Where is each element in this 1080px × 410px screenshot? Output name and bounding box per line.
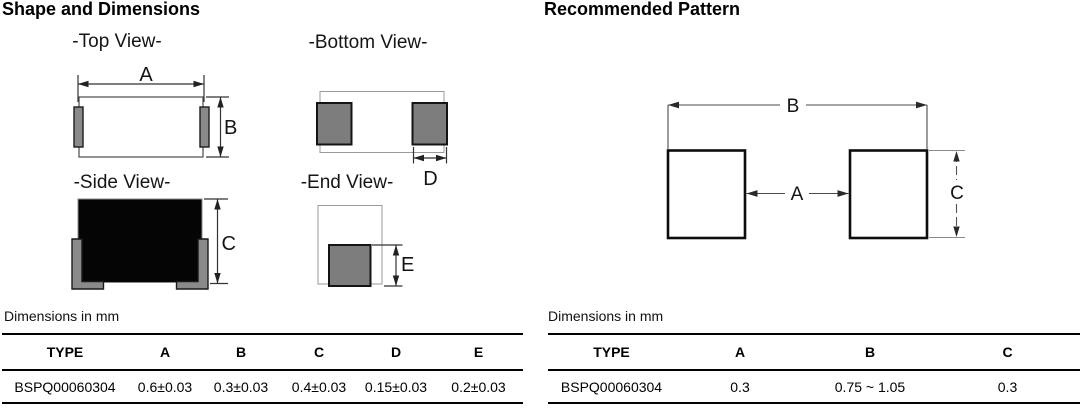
arrow-up-icon: [392, 245, 400, 256]
arrow-up-icon: [217, 97, 224, 108]
col-header-b: B: [235, 344, 247, 360]
end-view-title: -End View-: [300, 172, 394, 193]
arrow-left-icon: [668, 101, 679, 109]
diagrams-canvas: A B D: [71, 64, 965, 290]
dim-label-a: A: [139, 64, 153, 86]
arrow-down-icon: [392, 275, 400, 286]
left-table-caption: Dimensions in mm: [4, 308, 120, 324]
top-view-terminal-right: [199, 106, 210, 148]
pattern-dim-label-b: B: [787, 96, 800, 117]
col-header-b: B: [864, 344, 876, 360]
cell-b: 0.3±0.03: [213, 378, 269, 395]
table-row: BSPQ00060304 0.3 0.75 ~ 1.05 0.3: [548, 370, 1080, 403]
bottom-view-pad-left: [316, 102, 353, 146]
arrow-up-icon: [953, 151, 960, 162]
arrow-right-icon: [436, 154, 447, 162]
shape-and-dimensions-heading: Shape and Dimensions: [2, 0, 201, 19]
cell-type: BSPQ00060304: [14, 378, 116, 395]
pattern-dimension-b-lines: [667, 104, 928, 150]
cell-c: 0.4±0.03: [291, 378, 347, 395]
cell-e: 0.2±0.03: [451, 378, 506, 395]
end-view-pad: [328, 244, 372, 287]
side-view-title: -Side View-: [73, 172, 171, 193]
arrow-down-icon: [953, 226, 960, 237]
col-header-type: TYPE: [46, 344, 84, 360]
dimension-c-lines: [204, 198, 228, 285]
arrow-right-icon: [193, 80, 204, 88]
col-header-c: C: [1002, 344, 1013, 360]
arrow-up-icon: [214, 199, 221, 210]
cell-b: 0.75 ~ 1.05: [834, 378, 906, 395]
recommended-pattern-heading: Recommended Pattern: [544, 0, 741, 19]
end-view: E: [317, 205, 414, 287]
col-header-c: C: [313, 344, 325, 360]
side-view-terminal-right: [175, 238, 209, 290]
arrow-down-icon: [217, 146, 224, 157]
arrow-right-icon: [837, 190, 849, 197]
col-header-a: A: [159, 344, 171, 360]
left-dimensions-table: TYPE A B C D E BSPQ00060304 0.6±0.03 0.3…: [2, 333, 523, 404]
col-header-e: E: [473, 344, 484, 360]
top-view: A B: [73, 64, 237, 158]
bottom-view-title: -Bottom View-: [308, 32, 428, 53]
col-header-a: A: [734, 344, 746, 360]
pattern-pad-left: [666, 149, 747, 240]
pattern-dimension-c-ext-lines: [929, 150, 965, 238]
arrow-down-icon: [214, 273, 221, 284]
right-table-caption: Dimensions in mm: [548, 308, 664, 324]
cell-c: 0.3: [997, 378, 1018, 395]
side-view-body: [77, 198, 203, 283]
arrow-left-icon: [413, 154, 424, 162]
col-header-type: TYPE: [593, 344, 630, 360]
top-view-title: -Top View-: [72, 31, 162, 52]
cell-a: 0.3: [730, 378, 750, 395]
arrow-left-icon: [78, 80, 89, 88]
arrow-left-icon: [746, 190, 758, 197]
right-dimensions-table: TYPE A B C BSPQ00060304 0.3 0.75 ~ 1.05 …: [548, 333, 1080, 404]
table-header-row: TYPE A B C D E: [2, 334, 523, 370]
bottom-view-pad-right: [411, 102, 448, 146]
dimension-a-lines: [77, 75, 205, 102]
top-view-body: [78, 96, 204, 158]
table-header-row: TYPE A B C: [548, 334, 1080, 370]
dim-label-b: B: [224, 117, 237, 139]
arrow-right-icon: [916, 101, 927, 109]
pattern-dim-label-a: A: [791, 184, 804, 205]
side-view-terminal-left: [71, 238, 105, 290]
side-view: C: [71, 198, 236, 290]
cell-type: BSPQ00060304: [560, 378, 663, 395]
bottom-view: D: [316, 91, 448, 190]
dim-label-e: E: [401, 254, 414, 276]
dim-label-c: C: [222, 233, 236, 255]
cell-d: 0.15±0.03: [364, 378, 428, 395]
pattern-dim-label-c: C: [950, 183, 964, 204]
dim-label-d: D: [423, 168, 437, 190]
top-view-terminal-left: [73, 106, 84, 148]
pattern-pad-right: [848, 149, 929, 240]
col-header-d: D: [390, 344, 402, 360]
table-row: BSPQ00060304 0.6±0.03 0.3±0.03 0.4±0.03 …: [2, 370, 523, 403]
cell-a: 0.6±0.03: [137, 378, 193, 395]
pattern-diagram: B A C: [666, 96, 965, 240]
